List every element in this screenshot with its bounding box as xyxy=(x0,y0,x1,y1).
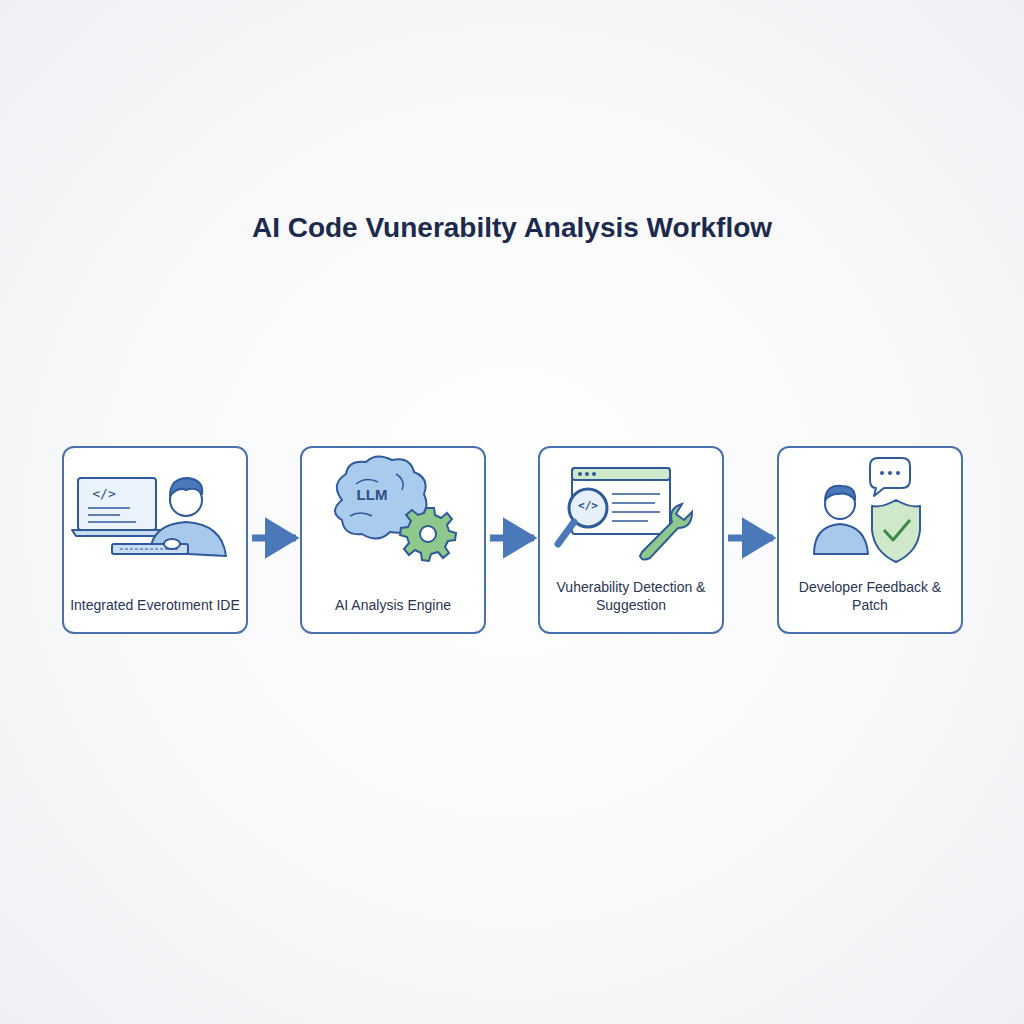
box-label: Integrated Everotıment IDE xyxy=(70,596,240,614)
icon-label: </> xyxy=(572,499,604,512)
icon-label: LLM xyxy=(350,486,394,503)
flow-arrow xyxy=(728,535,773,542)
box-label: Vuherability Detection & Suggestion xyxy=(546,578,716,614)
box-label: AI Analysis Engine xyxy=(335,596,451,614)
diagram-title: AI Code Vunerabilty Analysis Workflow xyxy=(0,212,1024,244)
process-box: Developer Feedback & Patch xyxy=(777,446,963,634)
process-box: AI Analysis Engine xyxy=(300,446,486,634)
process-box: Integrated Everotıment IDE xyxy=(62,446,248,634)
icon-label: </> xyxy=(84,486,124,501)
flow-arrow xyxy=(252,535,296,542)
box-label: Developer Feedback & Patch xyxy=(785,578,955,614)
process-box: Vuherability Detection & Suggestion xyxy=(538,446,724,634)
flow-arrow xyxy=(490,535,534,542)
